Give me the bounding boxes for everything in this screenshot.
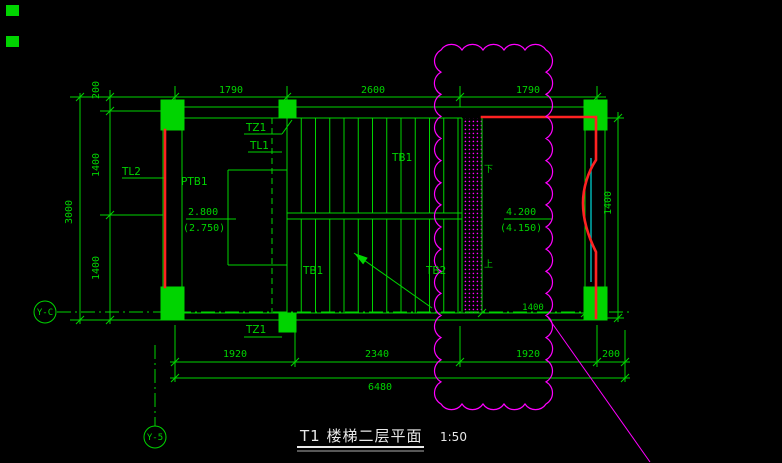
cad-line [75, 92, 85, 102]
level-mid-landing-alt: (2.750) [183, 223, 225, 234]
drawing-scale: 1:50 [440, 430, 467, 444]
grid-bubble-yc-label: Y-C [37, 308, 53, 318]
cad-line [613, 113, 623, 123]
level-mid-landing: 2.800 [188, 207, 218, 218]
cad-line [620, 373, 630, 383]
label-tb1-upper: TB1 [391, 152, 412, 164]
dim-bottom-seg4: 200 [602, 349, 620, 360]
label-ptb1: PTB1 [181, 176, 208, 188]
dim-bottom-total: 6480 [368, 382, 392, 393]
dim-top-seg3: 1790 [516, 85, 540, 96]
label-leaders [122, 119, 552, 338]
cad-line [290, 357, 300, 367]
label-tl1: TL1 [249, 140, 269, 152]
cad-line [170, 373, 180, 383]
dim-left-seg1: 200 [91, 81, 102, 99]
dim-left-total: 3000 [64, 200, 75, 224]
label-tl2: TL2 [121, 166, 141, 178]
dim-bottom-seg1: 1920 [223, 349, 247, 360]
dim-landing-width: 1400 [522, 303, 544, 313]
cad-line [170, 357, 180, 367]
cad-line [592, 357, 602, 367]
cad-line [105, 106, 115, 116]
cad-line [105, 92, 115, 102]
stair-treads [300, 118, 445, 313]
label-tz1-bottom: TZ1 [245, 324, 266, 336]
dim-top-seg2: 2600 [361, 85, 385, 96]
dim-bottom-seg2: 2340 [365, 349, 389, 360]
insulation-hatch [462, 118, 482, 313]
dim-top-seg1: 1790 [219, 85, 243, 96]
stair-flights [227, 118, 462, 313]
grid-axes [33, 300, 632, 449]
plan-walls [162, 106, 606, 321]
level-floor-alt: (4.150) [500, 223, 542, 234]
level-floor: 4.200 [506, 207, 536, 218]
column [160, 286, 185, 321]
label-tz1-top: TZ1 [245, 122, 266, 134]
direction-arrowhead [354, 253, 368, 265]
grid-bubble-y5-label: Y-5 [147, 433, 163, 443]
flow-up-mark: 上 [484, 259, 493, 270]
dimension-lines [70, 86, 630, 382]
highlighted-red-walls [163, 115, 598, 320]
column-tz1-bottom [278, 312, 297, 333]
red-wall-right [480, 115, 598, 320]
column [160, 99, 185, 131]
hatched-wall-band [461, 118, 483, 313]
cad-line [105, 210, 115, 220]
label-tb2: TB2 [425, 265, 446, 277]
label-tb1-lower: TB1 [302, 265, 323, 277]
revision-leader-line [546, 315, 651, 463]
screen-artifacts [6, 5, 19, 47]
grid-bubble-yc-circle [33, 300, 57, 324]
column-tz1-top [278, 99, 297, 119]
cad-line [105, 315, 115, 325]
stair-columns [160, 99, 608, 333]
title-block: T1 楼梯二层平面 1:50 [297, 427, 467, 452]
cad-line [75, 315, 85, 325]
artifact-square [6, 5, 19, 16]
cad-line [620, 357, 630, 367]
dim-bottom-seg3: 1920 [516, 349, 540, 360]
direction-arrow-line [353, 252, 433, 309]
grid-bubble-y5-circle [143, 425, 167, 449]
artifact-square [6, 36, 19, 47]
dim-left-seg2: 1400 [91, 153, 102, 177]
dim-right-height: 1400 [603, 191, 614, 215]
cad-line [455, 357, 465, 367]
revision-cloud [433, 43, 554, 411]
dimension-ticks [75, 92, 630, 383]
flow-down-mark: 下 [484, 165, 493, 175]
cad-line [455, 92, 465, 102]
drawing-title: T1 楼梯二层平面 [299, 427, 422, 445]
cad-line [613, 313, 623, 323]
dim-left-seg3: 1400 [91, 256, 102, 280]
annotation-texts: 1790 2600 1790 200 1400 1400 3000 1400 1… [37, 81, 620, 443]
